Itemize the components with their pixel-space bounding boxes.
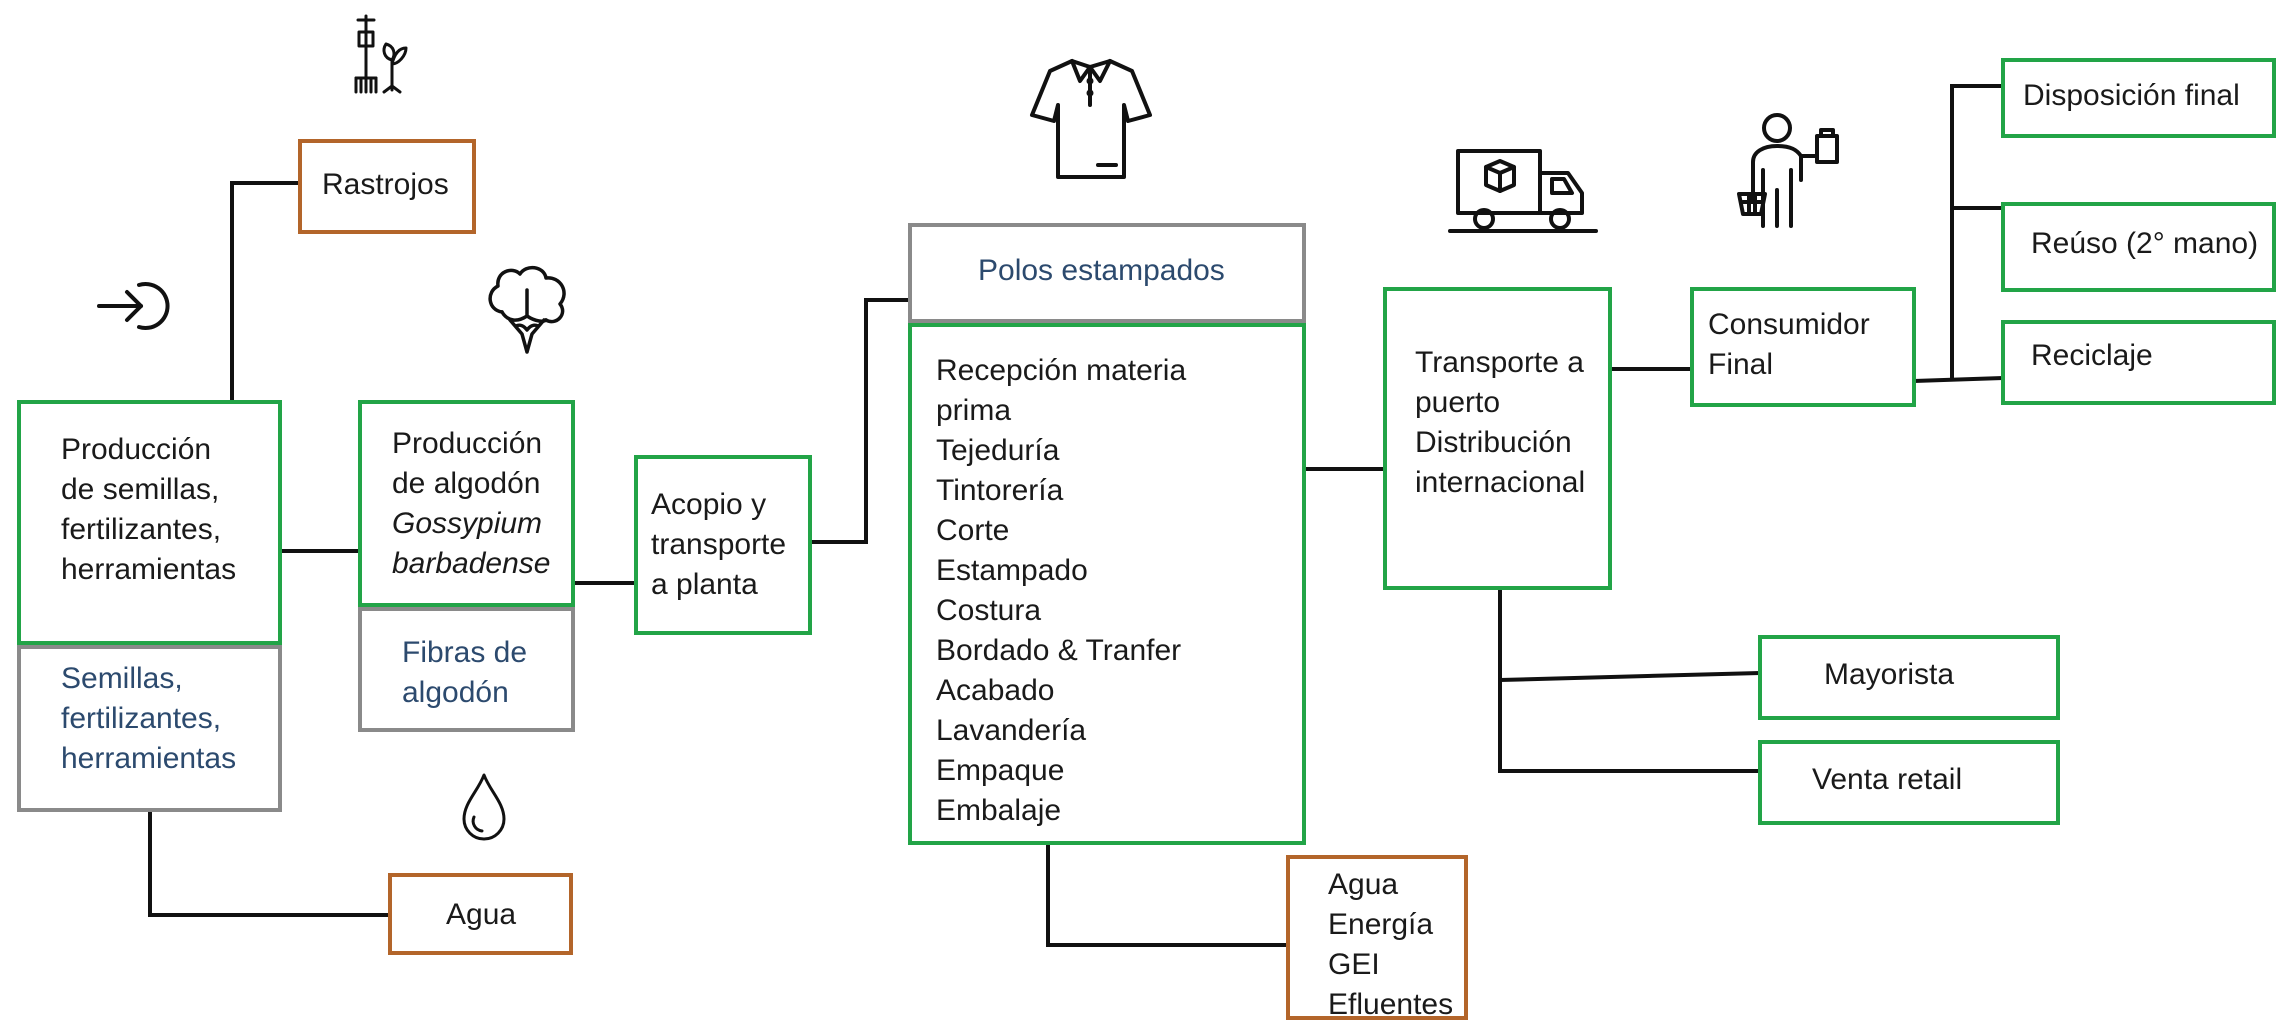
process-step: Tintorería	[936, 474, 1064, 507]
acopio-node: Acopio y transporte a planta	[634, 455, 812, 635]
process-step: Empaque	[936, 754, 1065, 787]
reciclaje-label: Reciclaje	[2031, 339, 2153, 372]
process-step: Bordado & Tranfer	[936, 634, 1182, 667]
consumidor-node: Consumidor Final	[1690, 287, 1916, 407]
fibras-output-node: Fibras de algodón	[358, 607, 575, 732]
rastrojos-node: Rastrojos	[298, 139, 476, 234]
semillas-output-node: Semillas, fertilizantes, herramientas	[17, 645, 282, 812]
process-step: Lavandería	[936, 714, 1087, 747]
process-step: Recepción materia	[936, 354, 1187, 387]
node-line: transporte	[651, 528, 787, 561]
water-drop-icon	[458, 771, 510, 843]
process-step: Embalaje	[936, 794, 1062, 827]
node-line: Fibras de	[402, 636, 528, 669]
reuso-label: Reúso (2° mano)	[2031, 227, 2259, 260]
input-arrow-icon	[95, 275, 171, 335]
process-step: Corte	[936, 514, 1010, 547]
node-line: a planta	[651, 568, 758, 601]
node-line: herramientas	[61, 553, 237, 586]
process-step: Acabado	[936, 674, 1055, 707]
node-line: de algodón	[392, 467, 541, 500]
agua-resource-node: Agua	[388, 873, 573, 955]
node-line: fertilizantes,	[61, 702, 222, 735]
node-line: Semillas,	[61, 662, 183, 695]
process-steps-node: Recepción materia prima Tejeduría Tintor…	[908, 323, 1306, 845]
node-line: puerto	[1415, 386, 1501, 419]
disposicion-label: Disposición final	[2023, 79, 2240, 112]
disposicion-node: Disposición final	[2001, 58, 2276, 138]
delivery-truck-icon	[1448, 145, 1598, 237]
node-line: internacional	[1415, 466, 1586, 499]
node-line: fertilizantes,	[61, 513, 222, 546]
node-line: Producción	[392, 427, 543, 460]
node-line: Consumidor	[1708, 308, 1870, 341]
transporte-node: Transporte a puerto Distribución interna…	[1383, 287, 1612, 590]
node-line: Producción	[61, 433, 212, 466]
polos-header-label: Polos estampados	[978, 254, 1225, 287]
process-step: Estampado	[936, 554, 1088, 587]
planting-tools-icon	[350, 12, 420, 98]
species-line: Gossypium	[392, 507, 543, 540]
impactos-node: Agua Energía GEI Efluentes	[1286, 855, 1468, 1021]
mayorista-node: Mayorista	[1758, 635, 2060, 720]
node-line: Distribución	[1415, 426, 1572, 459]
node-line: de semillas,	[61, 473, 220, 506]
venta-retail-label: Venta retail	[1812, 763, 1963, 796]
produccion-algodon-node: Producción de algodón Gossypium barbaden…	[358, 400, 575, 607]
node-line: herramientas	[61, 742, 237, 775]
impact-line: Efluentes	[1328, 988, 1454, 1021]
impact-line: Agua	[1328, 868, 1399, 901]
species-line: barbadense	[392, 547, 551, 580]
shopper-icon	[1735, 110, 1845, 230]
process-step: Costura	[936, 594, 1042, 627]
impact-line: GEI	[1328, 948, 1380, 981]
process-step: prima	[936, 394, 1012, 427]
node-line: algodón	[402, 676, 509, 709]
mayorista-label: Mayorista	[1824, 658, 1955, 691]
reciclaje-node: Reciclaje	[2001, 320, 2276, 405]
reuso-node: Reúso (2° mano)	[2001, 202, 2276, 292]
impact-line: Energía	[1328, 908, 1434, 941]
polos-header-node: Polos estampados	[908, 223, 1306, 323]
node-line: Transporte a	[1415, 346, 1584, 379]
cotton-boll-icon	[482, 260, 572, 356]
node-line: Acopio y	[651, 488, 767, 521]
produccion-semillas-node: Producción de semillas, fertilizantes, h…	[17, 400, 282, 645]
process-step: Tejeduría	[936, 434, 1060, 467]
agua-label: Agua	[446, 898, 517, 931]
node-line: Final	[1708, 348, 1774, 381]
rastrojos-label: Rastrojos	[322, 168, 449, 201]
shirt-icon	[1028, 55, 1153, 183]
venta-retail-node: Venta retail	[1758, 740, 2060, 825]
